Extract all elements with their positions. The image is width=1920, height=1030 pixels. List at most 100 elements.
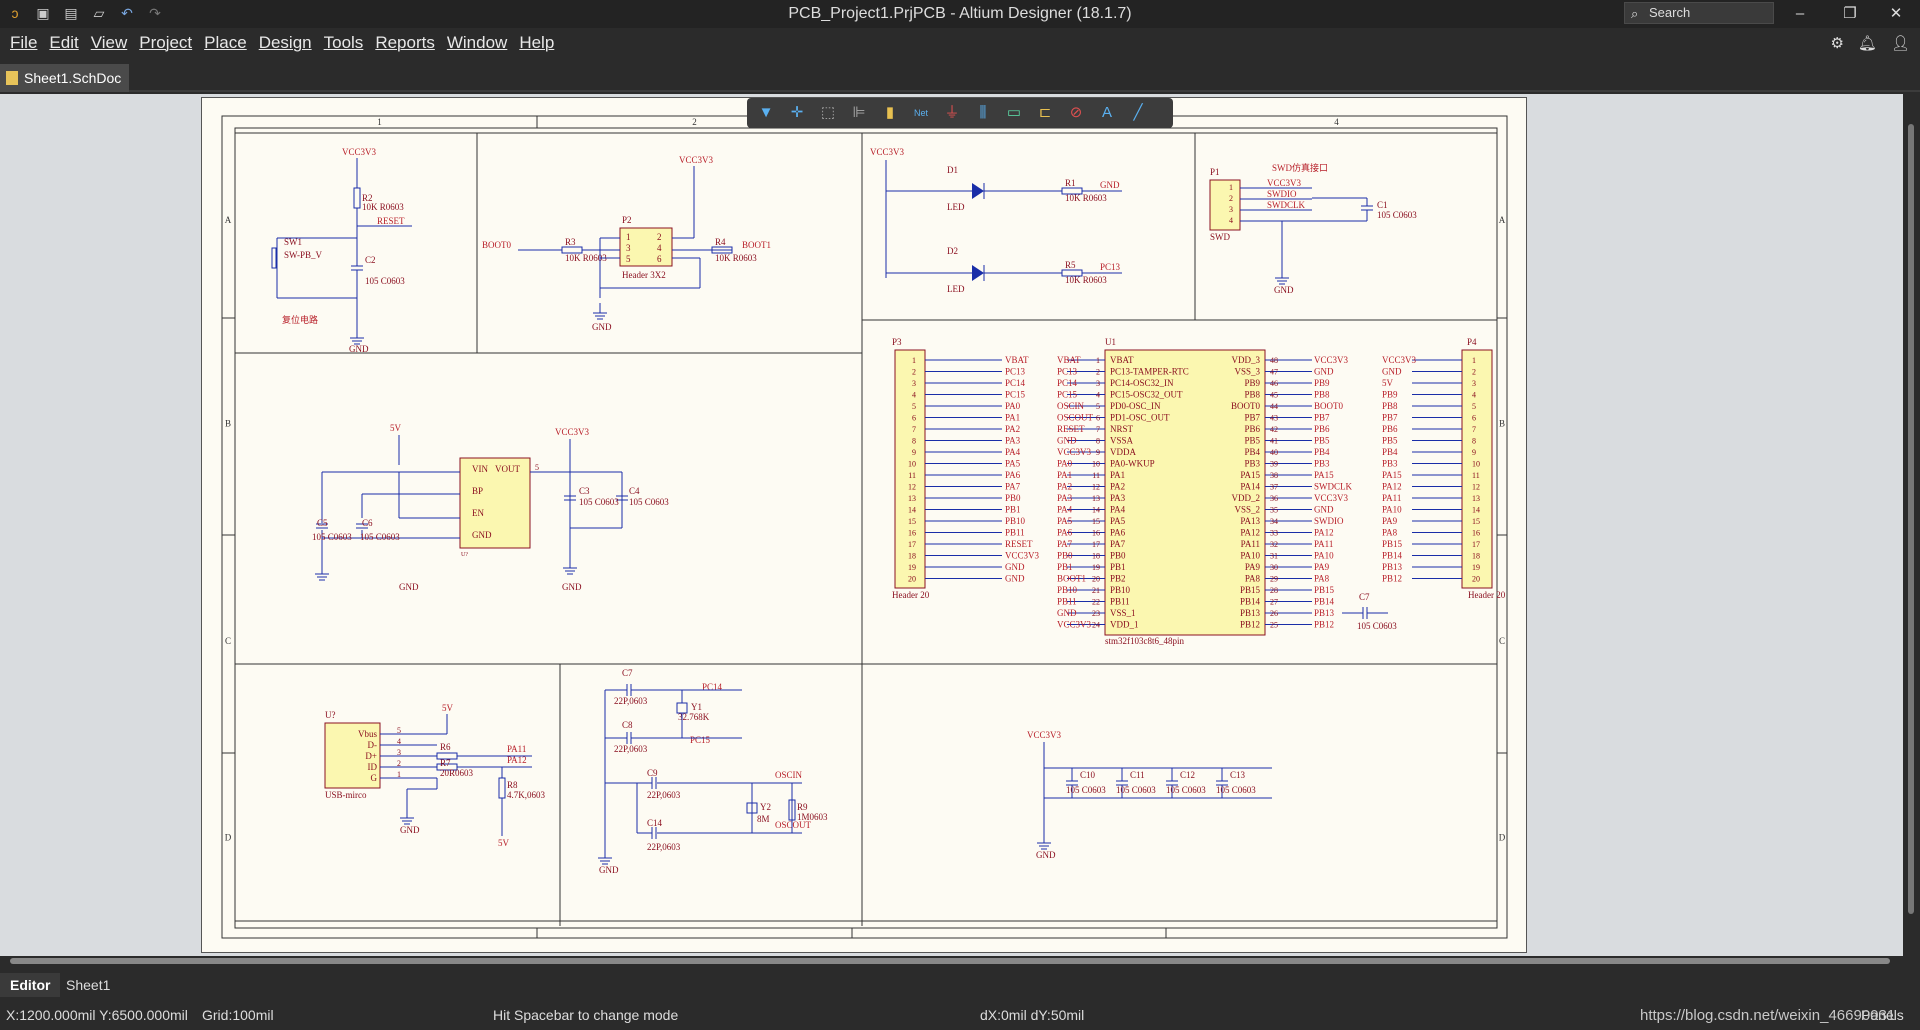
u1-pin-name: PB4 [1244,447,1260,457]
search-input[interactable]: ⌕Search [1624,2,1774,24]
pin-number: 1 [1229,183,1233,192]
settings-gear-icon[interactable]: ⚙ [1830,35,1844,52]
net-label: PA3 [1005,436,1021,446]
label: BP [472,486,483,496]
net-label: PA11 [1314,539,1333,549]
pin-number: 5 [535,463,539,472]
label: LED [947,284,965,294]
place-part-icon[interactable]: ▮ [885,104,895,121]
menu-place[interactable]: Place [204,33,247,52]
net-label: VBAT [1057,355,1081,365]
r9-resistor [788,799,796,821]
u1-pin-name: PA13 [1240,516,1260,526]
minimize-button[interactable]: – [1795,5,1805,22]
open-icon[interactable]: ▱ [93,5,105,21]
menu-reports[interactable]: Reports [375,33,435,52]
sheet-symbol-icon[interactable]: ▭ [1006,104,1022,121]
notifications-bell-icon[interactable]: 🔔︎ [1857,35,1877,52]
window-title: PCB_Project1.PrjPCB - Altium Designer (1… [788,5,1132,22]
no-erc-icon[interactable]: ⊘ [1069,104,1083,121]
menu-window[interactable]: Window [446,33,508,52]
net-label: RESET [1057,424,1085,434]
pin-number: 10 [1092,460,1100,469]
tab-sheet1[interactable]: Sheet1 [66,977,111,993]
bus-icon[interactable]: ⫼ [979,104,987,121]
pin-number: 19 [1472,563,1480,572]
user-account-icon[interactable]: 👤︎ [1890,35,1910,52]
net-label: PB13 [1314,608,1335,618]
schematic-workspace[interactable]: 1234AABBCCDDVCC3V3R210K R0603RESETC2105 … [0,94,1903,956]
p4-header [1461,349,1493,589]
label: R5 [1065,260,1076,270]
tab-editor[interactable]: Editor [0,973,61,997]
maximize-button[interactable]: ❐ [1843,5,1857,22]
pin-number: 31 [1270,552,1278,561]
net-label: PB9 [1382,390,1398,400]
usb-pin-name: D- [368,740,378,750]
label: Header 20 [1468,590,1506,600]
text-icon[interactable]: A [1101,104,1112,121]
net-label-icon[interactable]: Net [913,108,928,118]
redo-icon[interactable]: ↷ [149,5,161,21]
line-icon[interactable]: ╱ [1133,104,1143,121]
menu-design[interactable]: Design [258,33,312,52]
menu-tools[interactable]: Tools [323,33,364,52]
label: C1 [1377,200,1388,210]
label: R8 [507,780,518,790]
save-icon[interactable]: ▣ [36,5,50,21]
net-label: 5V [498,838,510,848]
close-button[interactable]: ✕ [1889,5,1903,22]
net-label: PA8 [1382,528,1398,538]
pin-number: 1 [1472,356,1476,365]
pin-number: 3 [912,379,916,388]
vertical-scrollbar[interactable] [1903,94,1920,956]
pin-number: 10 [908,460,916,469]
zone-column-label: 1 [377,117,382,127]
pin-number: 4 [1472,391,1476,400]
vertical-scroll-thumb[interactable] [1908,124,1914,914]
net-label: VCC3V3 [870,147,905,157]
select-rect-icon[interactable]: ⬚ [820,104,836,121]
net-label: GND [1314,505,1334,515]
pin-number: 20 [908,575,916,584]
pin-number: 12 [908,483,916,492]
inner-border [234,127,1498,929]
horizontal-scroll-thumb[interactable] [10,958,1890,964]
label: 105 C0603 [1066,785,1106,795]
undo-icon[interactable]: ↶ [121,5,133,21]
menu-help[interactable]: Help [519,33,555,52]
label: 2 [657,232,662,242]
filter-icon[interactable]: ▼ [758,104,774,121]
gnd-port-icon[interactable]: ⏚ [944,104,960,121]
schematic-sheet[interactable]: 1234AABBCCDDVCC3V3R210K R0603RESETC2105 … [201,97,1527,953]
save-all-icon[interactable]: ▤ [64,5,78,21]
pin-number: 11 [908,471,916,480]
horizontal-scrollbar[interactable] [0,956,1903,966]
menu-project[interactable]: Project [139,33,193,52]
net-label: PA8 [1314,574,1330,584]
u1-pin-name: PA12 [1240,528,1260,538]
label: 105 C0603 [629,497,669,507]
pin-number: 11 [1092,471,1100,480]
menu-file[interactable]: File [10,33,38,52]
pin-number: 1 [1096,356,1100,365]
label: 105 C0603 [1357,621,1397,631]
tab-sheet1-schdoc[interactable]: Sheet1.SchDoc [0,64,130,92]
pin-number: 18 [1472,552,1480,561]
pin-number: 18 [1092,552,1100,561]
net-label: PB11 [1057,597,1077,607]
net-label: PB1 [1057,562,1073,572]
u1-pin-name: VDD_2 [1232,493,1261,503]
move-cross-icon[interactable]: ✛ [790,104,804,121]
menu-view[interactable]: View [90,33,128,52]
align-icon[interactable]: ⊫ [852,104,866,121]
port-icon[interactable]: ⊏ [1038,104,1052,121]
net-label: PC15 [690,735,711,745]
net-label: PA3 [1057,493,1073,503]
menu-edit[interactable]: Edit [49,33,79,52]
panels-button[interactable]: Panels [1861,1007,1904,1023]
net-label: PB3 [1382,459,1398,469]
sw1-switch [271,247,277,269]
net-label: PA10 [1314,551,1334,561]
pin-number: 3 [1472,379,1476,388]
